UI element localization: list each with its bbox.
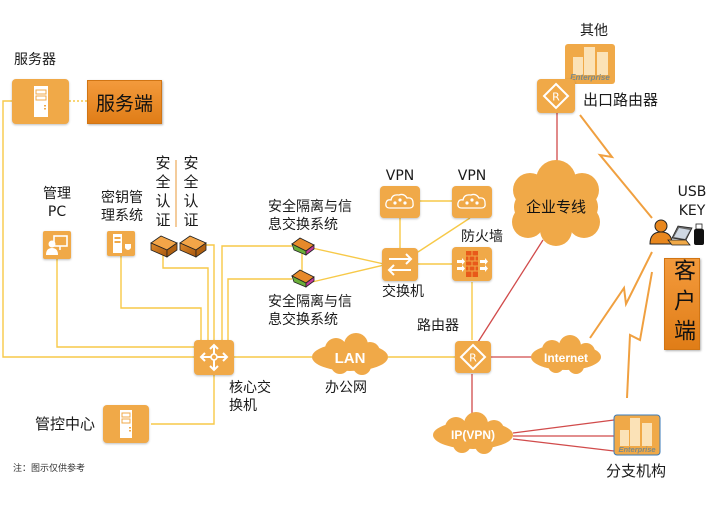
link-mgmtpc-core — [56, 259, 196, 348]
router-icon: R — [542, 82, 570, 110]
control-center-node[interactable] — [103, 405, 149, 443]
switch-node[interactable] — [382, 248, 418, 281]
yellow-links — [2, 100, 473, 425]
key-management-label-line2: 理系统 — [101, 208, 143, 224]
usb-key-label-line1: USB — [677, 184, 707, 200]
vpn-cloud-icon — [457, 193, 486, 209]
wireless-branch-client — [626, 271, 653, 399]
branch-building-icon — [613, 414, 661, 456]
other-building-text: Enterprise — [570, 73, 610, 82]
isolation-device-1[interactable] — [291, 237, 315, 256]
server-side-badge: 服务端 — [87, 80, 162, 124]
vpn-cloud-icon — [385, 193, 414, 209]
server-label: 服务器 — [14, 52, 56, 68]
link-enterprise-router — [477, 239, 544, 343]
exit-router-node[interactable]: R — [537, 79, 575, 113]
branch-label: 分支机构 — [606, 462, 667, 480]
core-switch-icon — [199, 343, 229, 372]
office-network-label: 办公网 — [325, 380, 367, 396]
firewall-node[interactable] — [452, 247, 492, 281]
security-auth-device-2[interactable] — [179, 235, 207, 258]
router-icon: R — [459, 343, 487, 371]
isolation-label-1-line2: 息交换系统 — [268, 217, 338, 233]
client-side-badge: 客户端 — [664, 258, 700, 350]
red-links — [471, 113, 615, 452]
isolation-label-1-line1: 安全隔离与信 — [268, 199, 352, 215]
enterprise-cloud — [512, 160, 600, 246]
branch-building-text: Enterprise — [618, 445, 655, 454]
switch-arrows-icon — [387, 253, 413, 276]
core-switch-node[interactable] — [194, 340, 234, 375]
laptop-icon — [667, 225, 693, 246]
control-center-label: 管控中心 — [35, 415, 96, 433]
firewall-label: 防火墙 — [461, 229, 503, 245]
switch-label: 交换机 — [382, 284, 424, 300]
key-management-label-line1: 密钥管 — [101, 190, 143, 206]
link-iso1-switch — [311, 247, 385, 265]
other-building-icon — [565, 44, 615, 84]
usb-key-label-line2: KEY — [678, 203, 706, 219]
security-auth-label-2: 安全认证 — [183, 154, 199, 229]
isolation-label-2-line1: 安全隔离与信 — [268, 294, 352, 310]
svg-text:R: R — [552, 91, 560, 104]
key-management-node[interactable] — [107, 231, 135, 256]
management-pc-label-line2: PC — [47, 204, 67, 220]
admin-pc-icon — [46, 235, 68, 255]
wireless-internet-client — [589, 251, 653, 339]
router-label: 路由器 — [417, 318, 459, 334]
vpn-node-1[interactable] — [380, 186, 420, 218]
ipvpn-cloud-label: IP(VPN) — [451, 428, 495, 442]
link-switch-vpn2 — [417, 217, 471, 253]
firewall-icon — [457, 251, 488, 277]
other-label: 其他 — [580, 23, 608, 39]
ipvpn-cloud — [433, 412, 513, 454]
wireless-links — [579, 114, 653, 399]
security-auth-label-1: 安全认证 — [155, 154, 171, 229]
footnote: 注：图示仅供参考 — [13, 464, 86, 474]
link-auth2-core — [205, 244, 215, 340]
link-server-core — [2, 100, 196, 358]
svg-text:R: R — [469, 352, 477, 365]
management-pc-label-line1: 管理 — [43, 186, 71, 202]
server-icon — [120, 410, 132, 438]
usb-key-icon — [694, 223, 704, 245]
link-iso2-core — [227, 278, 292, 340]
isolation-device-2[interactable] — [291, 269, 315, 288]
router-node[interactable]: R — [455, 341, 491, 373]
link-ipvpn-branch-3 — [512, 438, 615, 452]
key-server-icon — [113, 234, 131, 253]
vpn-node-2[interactable] — [452, 186, 492, 218]
link-ipvpn-branch-1 — [512, 419, 615, 434]
internet-cloud — [531, 335, 601, 374]
link-iso1-core — [221, 245, 292, 340]
security-auth-device-1[interactable] — [150, 235, 178, 258]
vpn-label-1: VPN — [385, 168, 415, 184]
wireless-exit-client — [579, 114, 653, 219]
management-pc-node[interactable] — [43, 231, 71, 259]
server-node[interactable] — [12, 79, 69, 124]
vpn-label-2: VPN — [457, 168, 487, 184]
core-switch-label-line1: 核心交 — [229, 380, 271, 396]
server-icon — [34, 86, 48, 117]
lan-cloud-label: LAN — [335, 350, 366, 367]
link-iso2-switch — [311, 264, 385, 283]
internet-cloud-label: Internet — [544, 351, 588, 365]
link-keymgmt-core — [120, 254, 202, 340]
link-core-control — [151, 375, 215, 425]
core-switch-label-line2: 换机 — [229, 398, 257, 414]
lan-cloud — [312, 333, 388, 375]
isolation-label-2-line2: 息交换系统 — [268, 312, 338, 328]
exit-router-label: 出口路由器 — [583, 91, 659, 109]
link-auth1-core — [162, 253, 209, 340]
enterprise-line-label: 企业专线 — [526, 198, 586, 216]
